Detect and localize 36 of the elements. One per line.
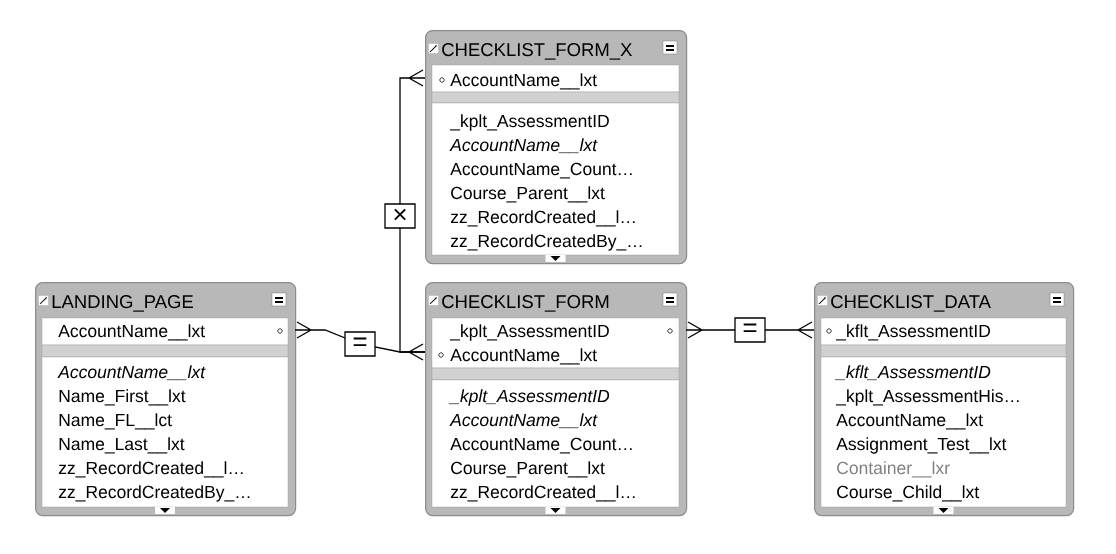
table-title: LANDING_PAGE xyxy=(52,295,193,312)
operator-box: = xyxy=(344,331,376,357)
field-name: Course_Child__lxt xyxy=(837,485,980,502)
key-field-name: AccountName__lxt xyxy=(58,324,205,341)
field-name: zz_RecordCreatedBy_… xyxy=(58,485,250,502)
field-name: AccountName__lxt xyxy=(449,138,598,154)
field-name: AccountName_Count… xyxy=(450,437,632,454)
field-name: AccountName_Count… xyxy=(450,162,632,179)
field-name: zz_RecordCreated__l… xyxy=(450,485,635,502)
field-name: Name_FL__lct xyxy=(59,413,172,430)
field-name: AccountName__lxt xyxy=(836,413,983,430)
table-title: CHECKLIST_FORM_X xyxy=(442,43,632,60)
field-name: zz_RecordCreated__l… xyxy=(450,210,635,227)
field-name: _kflt_AssessmentID xyxy=(834,365,991,381)
field-name: Course_Parent__lxt xyxy=(451,186,605,203)
table-title: CHECKLIST_FORM xyxy=(442,295,609,312)
field-name: AccountName__lxt xyxy=(57,365,206,381)
field-name: Name_Last__lxt xyxy=(59,437,185,454)
field-name: Container__lxr xyxy=(837,461,950,478)
field-name: AccountName__lxt xyxy=(449,413,598,429)
field-name: _kplt_AssessmentHis… xyxy=(835,389,1019,406)
field-name: _kplt_AssessmentID xyxy=(449,114,609,131)
field-name: Name_First__lxt xyxy=(59,389,186,406)
field-name: _kplt_AssessmentID xyxy=(448,389,610,406)
table-title: CHECKLIST_DATA xyxy=(831,295,991,312)
field-name: Course_Parent__lxt xyxy=(451,461,605,478)
operator-box: = xyxy=(734,317,766,343)
key-field-name: _kflt_AssessmentID xyxy=(835,324,990,341)
key-field-name: AccountName__lxt xyxy=(450,73,597,90)
relationship-line xyxy=(399,69,426,353)
key-field-name: _kplt_AssessmentID xyxy=(449,324,609,341)
operator-box: × xyxy=(384,203,416,229)
key-field-name: AccountName__lxt xyxy=(450,348,597,365)
field-name: zz_RecordCreatedBy_… xyxy=(450,234,642,251)
field-name: Assignment_Test__lxt xyxy=(836,437,1007,454)
field-name: zz_RecordCreated__l… xyxy=(58,461,243,478)
